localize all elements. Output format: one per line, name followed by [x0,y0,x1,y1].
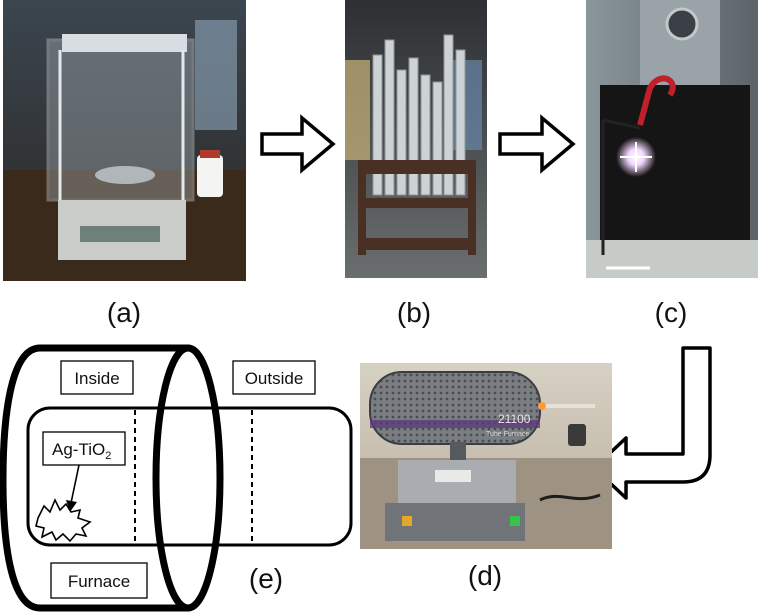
photo-b-strips-rack [345,0,487,278]
photo-c-deposition-chamber [586,0,758,278]
sample-pointer-arrow [66,464,80,512]
outside-label-box: Outside [232,360,316,395]
sample-label: Ag-TiO2 [52,440,111,462]
caption-b: (b) [397,297,431,328]
furnace-model-label: 21100 [498,412,531,426]
caption-c: (c) [655,297,688,328]
arrow-b-to-c [498,114,576,174]
outside-label: Outside [245,369,304,388]
furnace-type-label: Tube Furnace [486,431,529,438]
schematic-e-furnace [0,344,353,612]
arrow-c-to-d [592,346,712,500]
caption-d: (d) [468,560,502,591]
furnace-label: Furnace [68,572,130,591]
caption-e: (e) [249,563,283,594]
inside-label-box: Inside [60,360,134,395]
arrow-a-to-b [260,114,336,174]
inner-tube [26,406,353,547]
furnace-label-box: Furnace [50,562,148,599]
furnace-cylinder-front [152,344,224,612]
inside-label: Inside [74,369,119,388]
sample-label-box: Ag-TiO2 [42,431,126,466]
furnace-cylinder-body [0,344,192,612]
sample-blob [35,498,92,543]
caption-a: (a) [107,297,141,328]
photo-a-balance [3,0,246,281]
photo-d-tube-furnace: 21100 Tube Furnace [360,363,612,549]
